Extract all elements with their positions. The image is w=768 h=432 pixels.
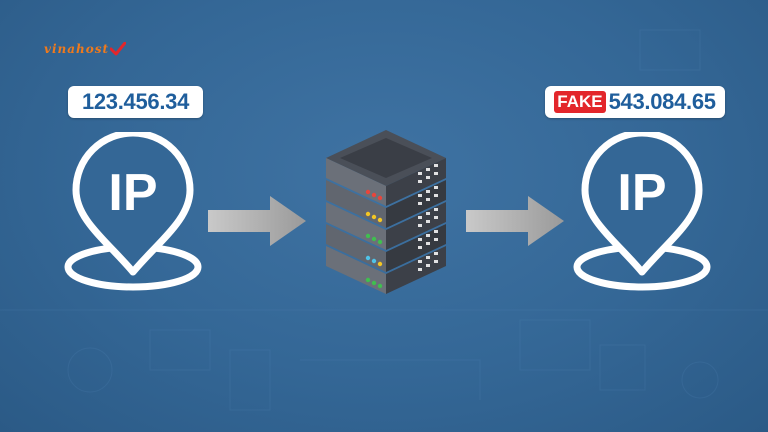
location-pin-icon: IP bbox=[64, 132, 202, 291]
destination-pin-label: IP bbox=[617, 164, 666, 222]
vinahost-logo: vinahost bbox=[44, 38, 127, 60]
source-pin-label: IP bbox=[108, 164, 157, 222]
destination-ip-value: 543.084.65 bbox=[608, 89, 716, 114]
source-ip-label: 123.456.34 bbox=[68, 86, 203, 118]
server-rack-icon bbox=[326, 130, 446, 294]
source-ip-value: 123.456.34 bbox=[81, 89, 190, 114]
right-arrow-icon bbox=[466, 196, 564, 246]
destination-ip-label: FAKE 543.084.65 bbox=[545, 86, 725, 118]
logo-text: vinahost bbox=[44, 42, 110, 56]
location-pin-icon: IP bbox=[573, 132, 711, 291]
right-arrow-icon bbox=[208, 196, 306, 246]
fake-badge: FAKE bbox=[554, 91, 606, 113]
checkmark-icon bbox=[110, 42, 127, 56]
